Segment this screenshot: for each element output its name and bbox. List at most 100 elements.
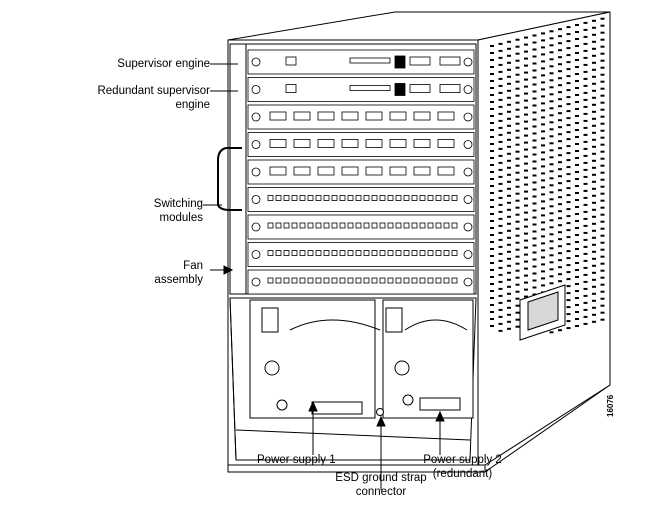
slot-icon bbox=[349, 85, 391, 91]
screw-icon bbox=[251, 277, 261, 287]
vent-hole bbox=[549, 247, 554, 250]
vent-hole bbox=[498, 210, 503, 213]
port-icon bbox=[291, 250, 298, 256]
vent-hole bbox=[600, 129, 605, 132]
vent-hole bbox=[507, 292, 511, 295]
port-icon bbox=[427, 277, 434, 284]
vent-hole bbox=[498, 98, 503, 101]
port-icon bbox=[347, 250, 354, 256]
vent-hole bbox=[592, 180, 596, 183]
vent-hole bbox=[490, 150, 494, 152]
port-icon bbox=[283, 277, 290, 284]
vent-hole bbox=[507, 264, 511, 267]
vent-hole bbox=[549, 275, 554, 278]
vent-hole bbox=[600, 108, 605, 111]
vent-hole bbox=[507, 243, 511, 246]
port-icon bbox=[419, 195, 426, 201]
port-icon bbox=[315, 195, 322, 201]
port-icon bbox=[437, 111, 455, 121]
port-icon bbox=[413, 139, 431, 148]
vent-hole bbox=[515, 164, 520, 167]
vent-hole bbox=[532, 111, 537, 114]
vent-hole bbox=[592, 68, 596, 71]
vent-hole bbox=[532, 62, 537, 65]
vent-hole bbox=[515, 290, 520, 293]
vent-hole bbox=[549, 240, 554, 243]
label-power-supply-1: Power supply 1 bbox=[257, 454, 336, 466]
port-icon bbox=[411, 277, 418, 284]
vent-hole bbox=[549, 184, 554, 187]
vent-hole bbox=[575, 66, 579, 68]
vent-hole bbox=[541, 46, 545, 49]
vent-hole bbox=[549, 128, 554, 131]
label-line: engine bbox=[175, 99, 210, 111]
vent-hole bbox=[566, 292, 571, 295]
vent-hole bbox=[532, 139, 537, 142]
vent-hole bbox=[592, 187, 596, 190]
vent-hole bbox=[498, 140, 503, 143]
vent-hole bbox=[600, 213, 605, 216]
vent-hole bbox=[566, 124, 571, 127]
vent-hole bbox=[600, 234, 605, 237]
port-icon bbox=[371, 250, 378, 256]
vent-hole bbox=[515, 276, 520, 279]
vent-hole bbox=[490, 136, 494, 138]
port-icon bbox=[437, 139, 455, 148]
vent-hole bbox=[532, 76, 537, 79]
vent-hole bbox=[490, 262, 494, 264]
vent-hole bbox=[583, 56, 588, 59]
vent-hole bbox=[549, 93, 554, 96]
screw-icon bbox=[251, 167, 261, 177]
vent-hole bbox=[549, 114, 554, 117]
vent-hole bbox=[490, 227, 494, 229]
vent-hole bbox=[507, 131, 511, 134]
vent-hole bbox=[549, 331, 554, 334]
vent-hole bbox=[490, 143, 494, 145]
vent-hole bbox=[575, 45, 579, 47]
vent-hole bbox=[566, 103, 571, 106]
port-icon bbox=[443, 277, 450, 284]
vent-hole bbox=[600, 73, 605, 76]
vent-hole bbox=[600, 136, 605, 139]
label-power-supply-2: Power supply 2 (redundant) bbox=[400, 453, 525, 481]
vent-hole bbox=[566, 327, 571, 330]
label-supervisor-engine: Supervisor engine bbox=[117, 58, 210, 70]
vent-hole bbox=[600, 66, 605, 69]
label-switching-modules: Switching modules bbox=[60, 197, 203, 225]
vent-hole bbox=[575, 129, 579, 131]
vent-hole bbox=[524, 85, 528, 88]
port-icon bbox=[435, 195, 442, 201]
vent-hole bbox=[532, 97, 537, 100]
vent-hole bbox=[583, 147, 588, 150]
vent-hole bbox=[549, 170, 554, 173]
vent-hole bbox=[558, 217, 562, 220]
vent-hole bbox=[498, 245, 503, 248]
vent-hole bbox=[515, 115, 520, 118]
label-line: modules bbox=[159, 212, 203, 224]
vent-hole bbox=[566, 222, 571, 225]
vent-hole bbox=[515, 178, 520, 181]
vent-hole bbox=[515, 136, 520, 139]
vent-hole bbox=[541, 32, 545, 35]
vent-hole bbox=[490, 122, 494, 124]
vent-hole bbox=[498, 294, 503, 297]
vent-hole bbox=[524, 134, 528, 137]
vent-hole bbox=[541, 102, 545, 105]
vent-hole bbox=[490, 241, 494, 243]
vent-hole bbox=[507, 40, 511, 43]
vent-hole bbox=[532, 69, 537, 72]
vent-hole bbox=[566, 40, 571, 43]
vent-hole bbox=[566, 61, 571, 64]
vent-hole bbox=[592, 306, 596, 309]
vent-hole bbox=[575, 241, 579, 243]
port-icon bbox=[411, 195, 418, 201]
port-icon bbox=[317, 166, 335, 176]
vent-hole bbox=[532, 244, 537, 247]
vent-hole bbox=[524, 253, 528, 256]
vent-hole bbox=[507, 124, 511, 127]
vent-hole bbox=[566, 138, 571, 141]
vent-hole bbox=[566, 131, 571, 134]
vent-hole bbox=[592, 40, 596, 43]
vent-hole bbox=[558, 133, 562, 136]
vent-hole bbox=[558, 175, 562, 178]
